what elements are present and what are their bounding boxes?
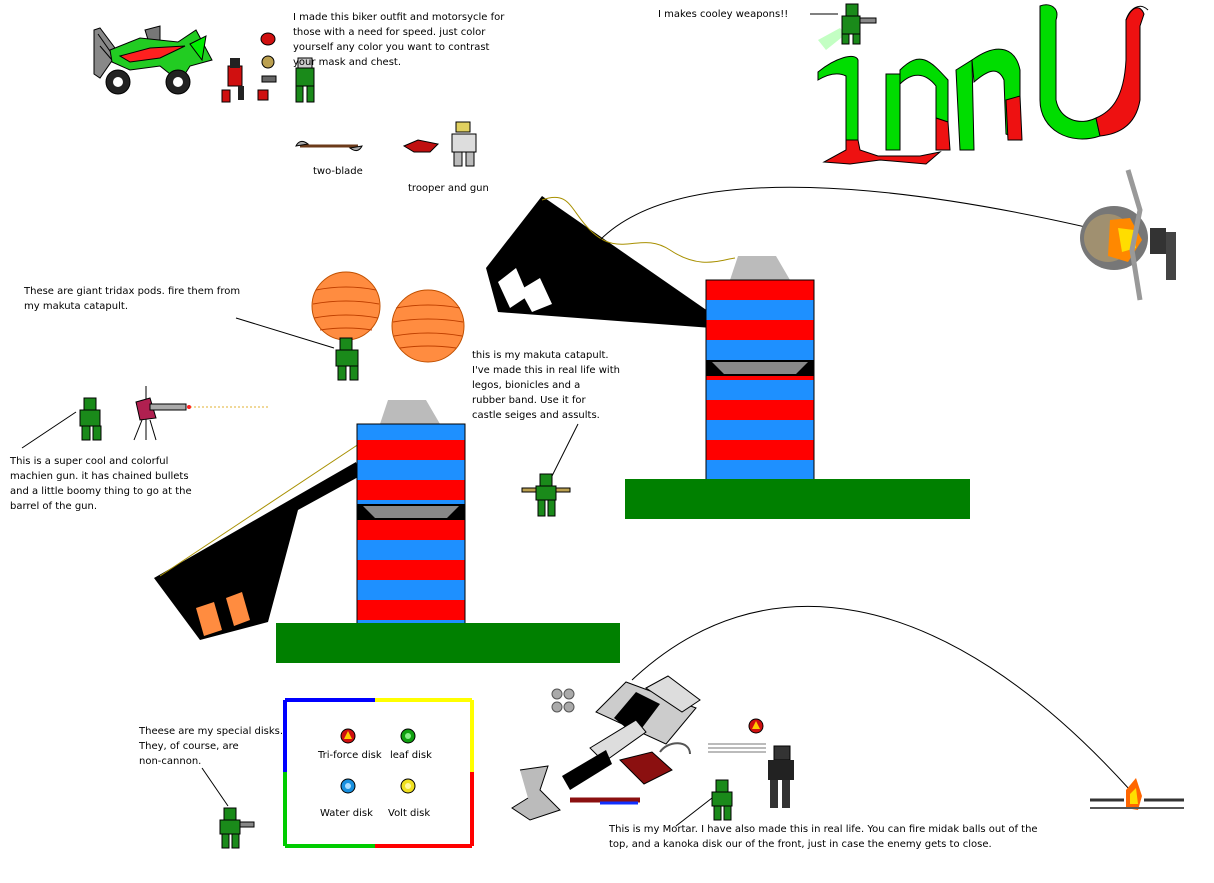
- pointer-tridax: [235, 317, 335, 349]
- tridax-pods: [311, 271, 465, 363]
- disks-note: Theese are my special disks. They, of co…: [139, 726, 284, 767]
- trooper-figure: [402, 121, 477, 167]
- biker-note: I made this biker outfit and motorsycle …: [293, 12, 505, 68]
- tri-force-disk-label: Tri-force disk: [318, 750, 382, 761]
- biker-figure: [221, 32, 277, 103]
- water-disk-icon: [340, 778, 356, 794]
- motorcycle: [93, 25, 213, 95]
- pointer-disks: [201, 767, 229, 807]
- pointer-mortar: [675, 797, 713, 827]
- green-figure-tridax: [335, 337, 359, 381]
- green-figure-gunner: [79, 397, 102, 441]
- machine-gun-note: This is a super cool and colorful machie…: [10, 456, 192, 512]
- inu-logo: [817, 4, 1149, 165]
- tridax-note: These are giant tridax pods. fire them f…: [24, 286, 241, 312]
- machine-gun: [133, 386, 268, 441]
- pointer-catapult: [551, 423, 579, 477]
- two-blade-weapon: [295, 140, 363, 152]
- water-disk-label: Water disk: [320, 808, 373, 819]
- weapons-note: I makes cooley weapons!!: [658, 9, 789, 20]
- green-figure-disks: [219, 807, 255, 849]
- disk-frame: [283, 698, 474, 848]
- catapult-note: this is my makuta catapult. I've made th…: [472, 350, 620, 421]
- green-figure-weapons: [810, 3, 877, 50]
- trajectory-upper: [599, 186, 1141, 241]
- trajectory-lower: [631, 606, 1131, 791]
- dark-enemy: [768, 745, 794, 808]
- volt-disk-icon: [400, 778, 416, 794]
- leaf-disk-label: leaf disk: [390, 750, 432, 761]
- green-figure-catapult: [521, 473, 571, 517]
- mortar: [511, 675, 701, 821]
- volt-disk-label: Volt disk: [388, 808, 431, 819]
- green-figure-biker: [295, 57, 315, 103]
- pointer-machine-gun: [21, 411, 77, 449]
- explosion-lower: [1090, 778, 1184, 810]
- catapult-lower: [154, 400, 620, 663]
- two-blade-caption: two-blade: [313, 166, 363, 177]
- kanoka-disk-shot: [708, 718, 766, 753]
- leaf-disk-icon: [400, 728, 416, 744]
- midak-balls: [551, 688, 575, 713]
- mortar-note: This is my Mortar. I have also made this…: [609, 824, 1038, 850]
- trooper-caption: trooper and gun: [408, 183, 489, 194]
- catapult-upper: [486, 196, 970, 519]
- green-figure-mortar: [711, 779, 733, 821]
- explosion-upper: [1080, 169, 1176, 301]
- tri-force-disk-icon: [340, 728, 356, 744]
